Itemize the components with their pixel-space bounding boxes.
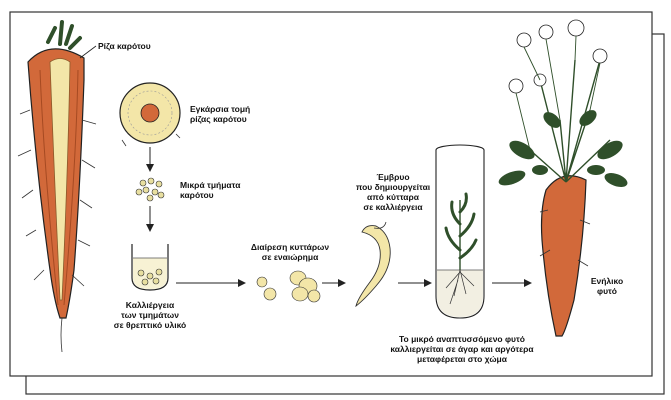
label-carrot-root: Ρίζα καρότου [98,41,151,51]
arrow-culture-to-cells [176,279,246,287]
culture-beaker-illustration [131,244,169,291]
adult-plant-illustration [498,19,628,337]
label-cross-section: Εγκάρσια τομή ρίζας καρότου [190,104,251,124]
label-small-plant: Το μικρό αναπτυσσόμενο φυτό καλλιεργείτα… [390,334,534,364]
arrow-cells-to-embryo [322,279,346,287]
label-adult-plant: Ενήλικο φυτό [590,276,624,296]
carrot-root-illustration [17,20,97,353]
arrow-section-to-pieces [146,147,154,172]
arrow-embryo-to-tube [398,279,432,287]
small-pieces-illustration [135,177,165,202]
test-tube-illustration [435,144,485,319]
arrow-tube-to-adult [492,279,532,287]
cross-section-illustration [119,82,181,147]
label-culture-pieces: Καλλιέργεια των τμημάτων σε θρεπτικό υλι… [113,300,187,330]
cell-suspension-illustration [256,270,321,303]
arrow-pieces-to-culture [146,206,154,232]
embryo-illustration [355,221,391,308]
label-cell-division: Διαίρεση κυττάρων σε εναιώρημα [250,242,330,262]
label-embryo: Έμβρυο που δημιουργείται από κύτταρα σε … [355,172,431,212]
label-small-pieces: Μικρά τμήματα καρότου [180,180,241,200]
